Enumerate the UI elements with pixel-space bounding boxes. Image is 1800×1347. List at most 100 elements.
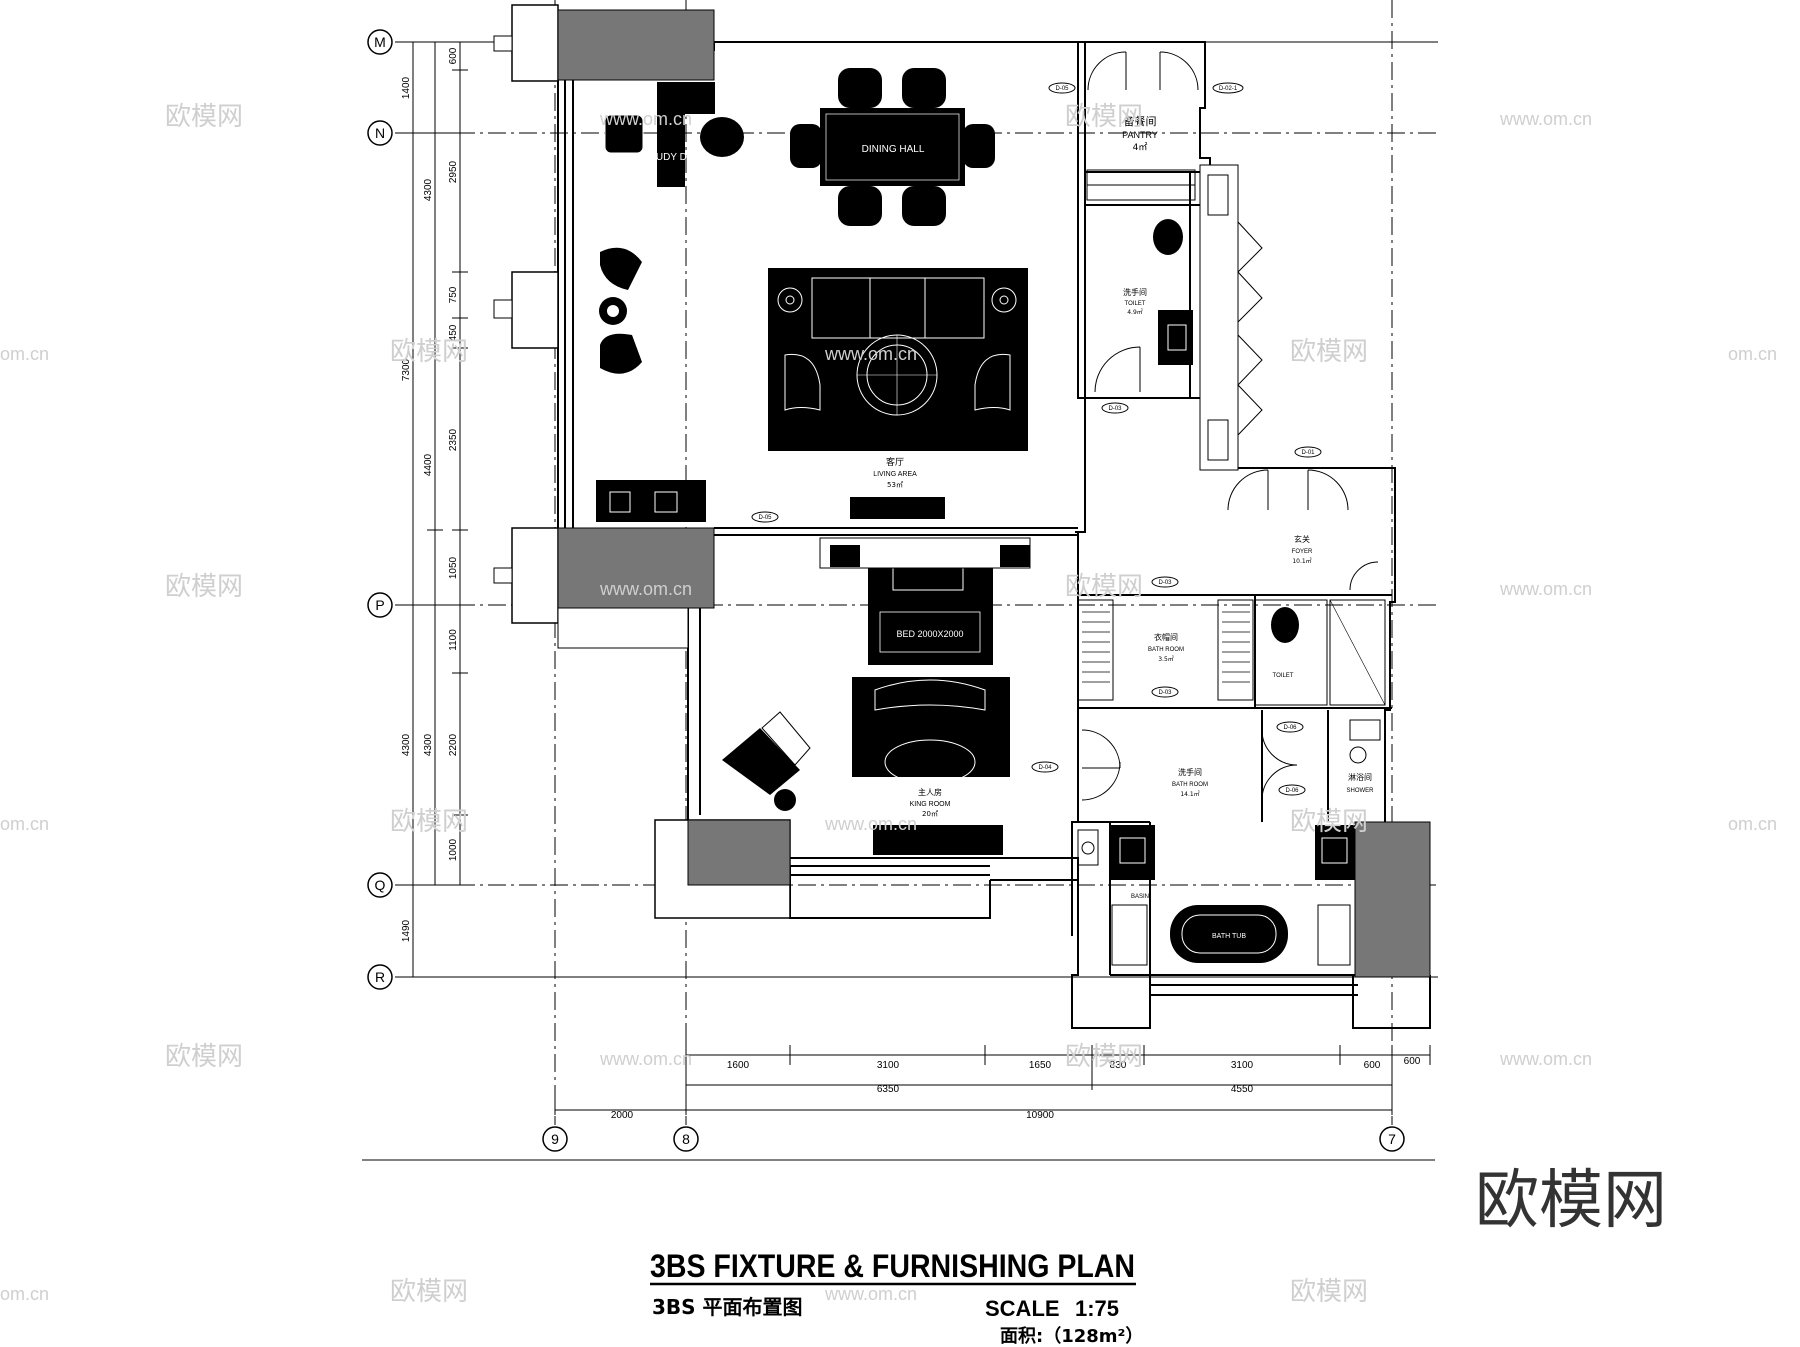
door-tag-4: D-03 bbox=[1101, 402, 1129, 414]
watermark-brand: 欧模网 bbox=[165, 1042, 243, 1072]
bedroom-label-cn: 主人房 bbox=[918, 787, 942, 797]
wardrobe-label-en: BATH ROOM bbox=[1148, 647, 1184, 653]
watermark-url: www.om.cn bbox=[1499, 109, 1592, 129]
watermark-brand: 欧模网 bbox=[165, 572, 243, 602]
bedroom-label-en: KING ROOM bbox=[910, 801, 951, 808]
dining-table: DINING HALL bbox=[820, 108, 965, 186]
watermark-brand: 欧模网 bbox=[390, 1277, 468, 1307]
wardrobe-room: 衣帽间 BATH ROOM 3.5㎡ bbox=[1077, 599, 1254, 701]
watermark-brand: 欧模网 bbox=[1065, 102, 1143, 132]
svg-text:9: 9 bbox=[551, 1131, 559, 1147]
dim-h-2000: 2000 bbox=[611, 1110, 634, 1121]
dim-h-830: 830 bbox=[1110, 1060, 1127, 1071]
watermark-url: www.om.cn bbox=[824, 814, 917, 834]
bath-tub bbox=[1170, 905, 1288, 963]
door-tag-2: D-02-1 bbox=[1212, 82, 1244, 94]
dim-h-3100-b: 3100 bbox=[1231, 1060, 1254, 1071]
chaise-lounge bbox=[722, 711, 811, 811]
horizontal-dimension-labels: 1600 3100 1650 830 3100 600 600 6350 455… bbox=[611, 1056, 1421, 1121]
dim-v-1100: 1100 bbox=[448, 629, 459, 651]
dim-h-10900: 10900 bbox=[1026, 1110, 1054, 1121]
dim-h-1600: 1600 bbox=[727, 1060, 750, 1071]
structural-columns bbox=[493, 4, 1431, 978]
grid-bubbles: M N P Q R 9 8 7 bbox=[367, 29, 1405, 1152]
watermark-url: www.om.cn bbox=[824, 1284, 917, 1304]
foyer-closet bbox=[1199, 164, 1263, 471]
vertical-dimensions bbox=[405, 41, 470, 978]
svg-text:D-03: D-03 bbox=[1158, 690, 1172, 696]
watermark-url: www.om.cn bbox=[1499, 1049, 1592, 1069]
brand-logo: 欧模网 bbox=[1475, 1164, 1667, 1238]
watermark-url-short: om.cn bbox=[0, 344, 49, 364]
wardrobe-label-area: 3.5㎡ bbox=[1158, 655, 1174, 663]
dim-v-7300: 7300 bbox=[401, 358, 412, 381]
watermark-url: www.om.cn bbox=[599, 579, 692, 599]
dim-v-4300-c: 4300 bbox=[423, 733, 434, 756]
bath-label-en: BATH ROOM bbox=[1172, 782, 1208, 788]
pantry-label-cn: 备餐间 bbox=[1124, 114, 1157, 128]
dim-v-4300-outer: 4300 bbox=[401, 733, 412, 756]
grid-bubble-q: Q bbox=[367, 872, 393, 898]
dim-v-1050: 1050 bbox=[448, 556, 459, 579]
watermark-brand: 欧模网 bbox=[390, 337, 468, 367]
toilet-2-label: TOILET bbox=[1273, 673, 1294, 679]
scale-label: SCALE bbox=[985, 1296, 1060, 1321]
dim-v-450: 450 bbox=[448, 324, 459, 341]
dim-v-4300-a: 4300 bbox=[423, 178, 434, 201]
watermark-brand: 欧模网 bbox=[1065, 572, 1143, 602]
scale-value: 1:75 bbox=[1075, 1296, 1119, 1321]
grid-bubble-n: N bbox=[367, 120, 393, 146]
basin-label: BASIN bbox=[1131, 894, 1149, 900]
svg-text:P: P bbox=[375, 597, 384, 613]
toilet-1: 洗手间 TOILET 4.9㎡ bbox=[1123, 219, 1193, 365]
svg-text:R: R bbox=[375, 969, 385, 985]
living-label-en: LIVING AREA bbox=[873, 471, 917, 478]
dining-chairs bbox=[790, 68, 995, 226]
toilet-2: TOILET bbox=[1254, 599, 1386, 706]
sideboard bbox=[596, 480, 706, 522]
bed-label: BED 2000X2000 bbox=[896, 629, 963, 639]
dim-h-4550: 4550 bbox=[1231, 1084, 1254, 1095]
door-tag-9: D-06 bbox=[1276, 721, 1304, 733]
dining-hall-label: DINING HALL bbox=[862, 144, 925, 155]
grid-bubble-9: 9 bbox=[542, 1126, 568, 1152]
foyer-label-cn: 玄关 bbox=[1294, 534, 1310, 544]
foyer-label-en: FOYER bbox=[1292, 549, 1313, 555]
watermark-url-short: om.cn bbox=[1728, 344, 1777, 364]
door-tag-8: D-04 bbox=[1031, 761, 1059, 773]
dim-h-6350: 6350 bbox=[877, 1084, 900, 1095]
dim-v-2200: 2200 bbox=[448, 733, 459, 756]
basin-left bbox=[1110, 825, 1155, 880]
study-desk: STUDY DESK bbox=[604, 82, 744, 187]
shower-label-cn: 淋浴间 bbox=[1348, 772, 1372, 782]
svg-text:D-03: D-03 bbox=[1158, 580, 1172, 586]
door-tag-3: D-05 bbox=[751, 511, 779, 523]
dim-v-750: 750 bbox=[448, 286, 459, 303]
foyer-label-area: 10.1㎡ bbox=[1292, 557, 1311, 565]
bedroom-lounge: 主人房 KING ROOM 20㎡ bbox=[852, 677, 1010, 818]
plan-subtitle: 3BS 平面布置图 bbox=[652, 1295, 803, 1319]
svg-text:D-01: D-01 bbox=[1301, 450, 1315, 456]
watermark-brand: 欧模网 bbox=[1290, 1277, 1368, 1307]
study-desk-label: STUDY DESK bbox=[643, 152, 707, 163]
svg-text:D-02-1: D-02-1 bbox=[1219, 86, 1238, 92]
svg-text:D-03: D-03 bbox=[1108, 406, 1122, 412]
watermark-url: www.om.cn bbox=[599, 1049, 692, 1069]
door-tag-1: D-05 bbox=[1048, 82, 1076, 94]
area-total: 面积:（128m²） bbox=[1000, 1326, 1143, 1347]
watermark-brand: 欧模网 bbox=[390, 807, 468, 837]
door-tag-7: D-03 bbox=[1151, 686, 1179, 698]
lounge-chairs bbox=[599, 247, 642, 374]
dim-v-600: 600 bbox=[448, 47, 459, 64]
watermarks: 欧模网 欧模网 欧模网 欧模网 欧模网 欧模网 欧模网 欧模网 欧模网 欧模网 … bbox=[165, 102, 1368, 1307]
grid-bubble-r: R bbox=[367, 964, 393, 990]
pantry-label-area: 4㎡ bbox=[1133, 142, 1148, 153]
door-tag-6: D-03 bbox=[1151, 576, 1179, 588]
svg-text:D-06: D-06 bbox=[1285, 788, 1299, 794]
dim-v-1400: 1400 bbox=[401, 76, 412, 99]
watermark-brand: 欧模网 bbox=[165, 102, 243, 132]
plan-title: 3BS FIXTURE & FURNISHING PLAN bbox=[650, 1248, 1135, 1284]
toilet-1-label-cn: 洗手间 bbox=[1123, 287, 1147, 297]
watermark-url-short: om.cn bbox=[1728, 814, 1777, 834]
svg-text:M: M bbox=[374, 34, 386, 50]
